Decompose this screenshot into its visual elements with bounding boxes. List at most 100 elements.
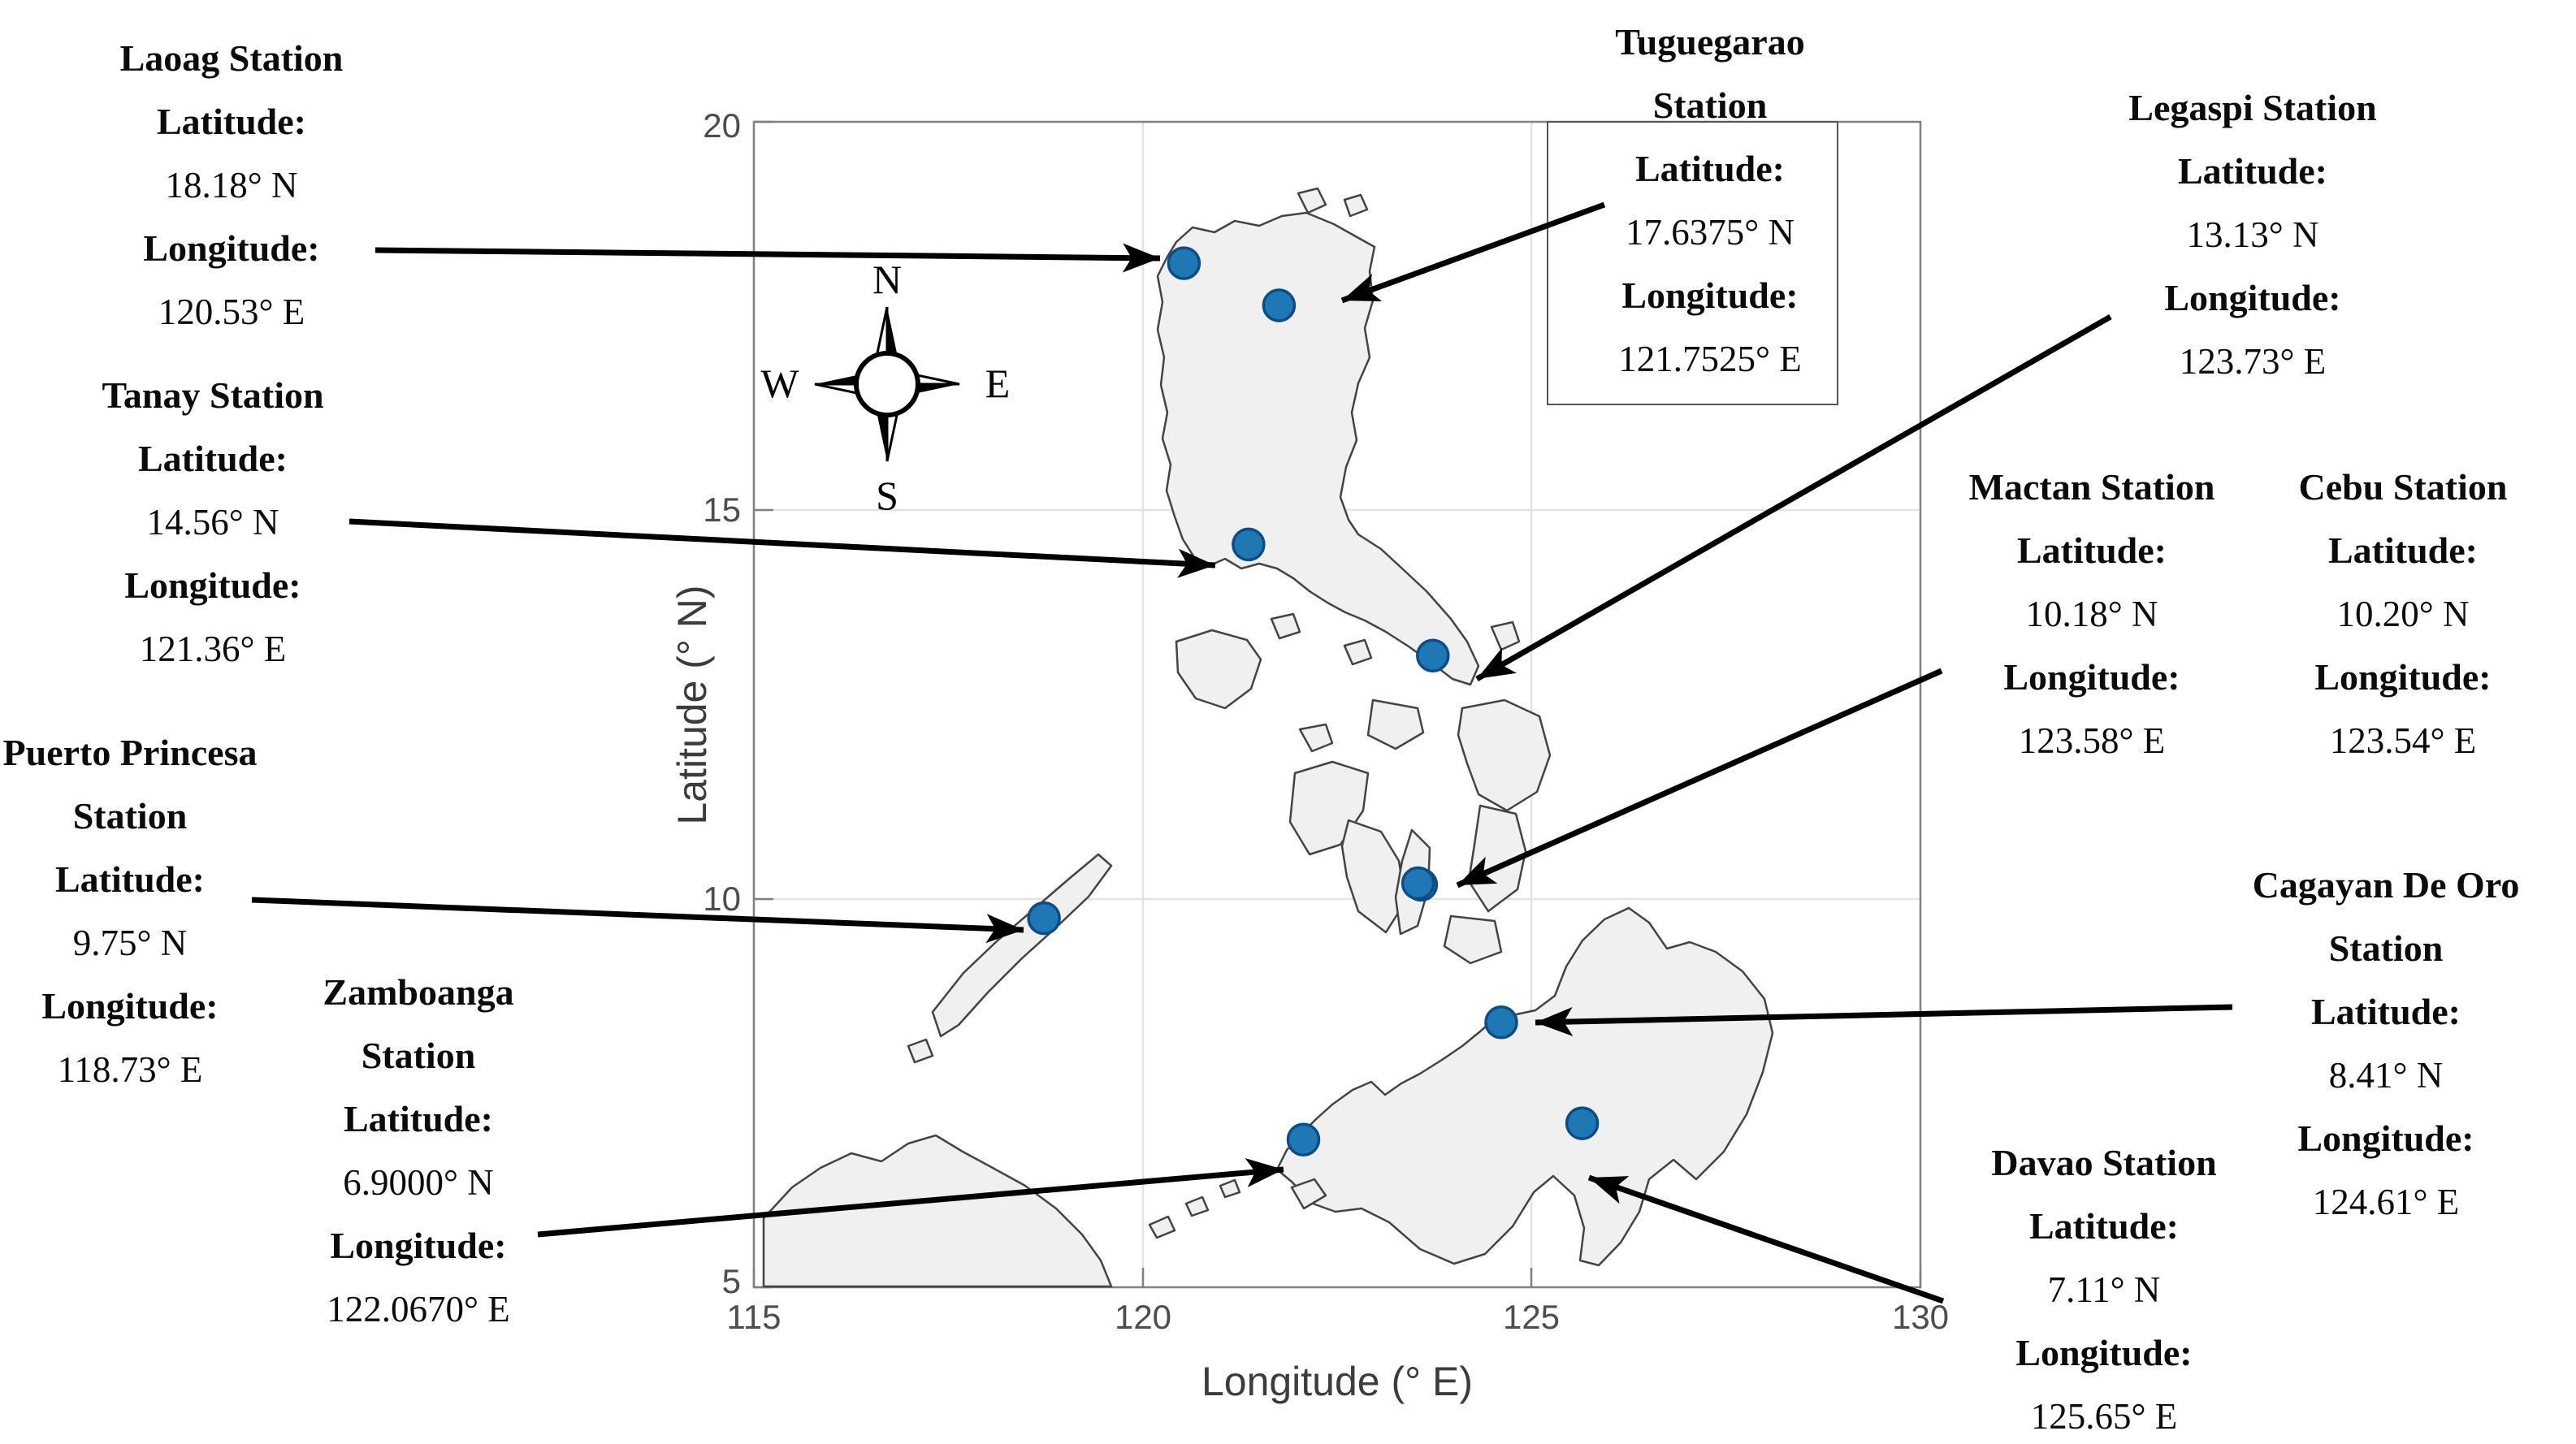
annotation-cagayan-de-oro: Cagayan De Oro Station Latitude: 8.41° N… xyxy=(2240,854,2532,1234)
station-dots xyxy=(1027,246,1600,1156)
longitude-label: Longitude: xyxy=(41,985,219,1027)
latitude-value: 10.20° N xyxy=(2336,594,2470,634)
longitude-value: 124.61° E xyxy=(2312,1182,2460,1222)
annotation-legaspi: Legaspi Station Latitude: 13.13° N Longi… xyxy=(2106,76,2399,393)
station-name: Davao Station xyxy=(1991,1142,2217,1183)
arrow-cagayan-de-oro xyxy=(1535,1004,2233,1036)
latitude-value: 18.18° N xyxy=(165,165,298,205)
station-dot-tanay-station xyxy=(1232,527,1266,562)
land-masses xyxy=(762,187,1774,1288)
station-name: Puerto Princesa Station xyxy=(2,732,258,837)
latitude-label: Latitude: xyxy=(55,858,205,900)
station-name: Legaspi Station xyxy=(2128,87,2377,128)
longitude-label: Longitude: xyxy=(330,1225,507,1266)
longitude-value: 122.0670° E xyxy=(327,1289,510,1329)
longitude-value: 121.36° E xyxy=(139,629,287,669)
station-name: Mactan Station xyxy=(1968,466,2215,508)
station-name: Laoag Station xyxy=(119,37,344,79)
annotation-cebu: Cebu Station Latitude: 10.20° N Longitud… xyxy=(2273,456,2533,772)
longitude-label: Longitude: xyxy=(124,564,301,606)
longitude-label: Longitude: xyxy=(2164,277,2341,318)
longitude-value: 125.65° E xyxy=(2030,1396,2178,1437)
islet xyxy=(1297,187,1327,214)
latitude-label: Latitude: xyxy=(157,101,306,142)
island-mindanao xyxy=(1275,906,1774,1267)
longitude-label: Longitude: xyxy=(2003,656,2180,698)
latitude-label: Latitude: xyxy=(2311,991,2461,1032)
longitude-value: 123.54° E xyxy=(2329,720,2477,761)
longitude-label: Longitude: xyxy=(2015,1332,2193,1373)
station-dot-tuguegarao-station xyxy=(1262,288,1297,322)
longitude-value: 121.7525° E xyxy=(1618,339,1802,379)
latitude-label: Latitude: xyxy=(2328,530,2478,571)
arrow-legaspi xyxy=(1475,313,2112,682)
longitude-value: 120.53° E xyxy=(158,292,305,332)
latitude-label: Latitude: xyxy=(2178,150,2327,192)
latitude-value: 10.18° N xyxy=(2025,594,2158,634)
latitude-value: 13.13° N xyxy=(2186,214,2319,255)
station-dot-zamboanga-station xyxy=(1286,1122,1321,1156)
station-name: Cagayan De Oro Station xyxy=(2252,864,2520,969)
latitude-label: Latitude: xyxy=(2017,530,2167,571)
station-dot-cagayan-de-oro-station xyxy=(1484,1005,1518,1040)
station-dot-legaspi-station xyxy=(1416,638,1450,672)
latitude-label: Latitude: xyxy=(2029,1205,2179,1247)
latitude-value: 9.75° N xyxy=(72,923,188,963)
arrow-tuguegarao xyxy=(1340,201,1606,304)
island-palawan xyxy=(931,853,1113,1038)
annotation-puerto-princesa: Puerto Princesa Station Latitude: 9.75° … xyxy=(0,721,260,1101)
annotation-laoag: Laoag Station Latitude: 18.18° N Longitu… xyxy=(93,27,370,344)
latitude-value: 14.56° N xyxy=(146,502,279,543)
arrow-zamboanga xyxy=(537,1158,1284,1238)
arrow-puerto-princesa xyxy=(251,897,1024,944)
leader-arrows xyxy=(251,201,2233,1304)
islet xyxy=(1290,1178,1327,1210)
latitude-value: 8.41° N xyxy=(2328,1055,2444,1096)
compass-e: E xyxy=(985,361,1011,406)
latitude-label: Latitude: xyxy=(1635,148,1785,189)
island-masbate xyxy=(1366,698,1425,750)
latitude-label: Latitude: xyxy=(344,1098,493,1139)
y-tick-20: 20 xyxy=(703,106,741,145)
y-tick-15: 15 xyxy=(703,491,741,529)
station-dot-laoag-station xyxy=(1167,246,1201,280)
longitude-label: Longitude: xyxy=(1621,275,1799,316)
x-tick-125: 125 xyxy=(1502,1298,1561,1336)
y-axis-label: Latitude (° N) xyxy=(669,585,715,825)
tuguegarao-annotation-box xyxy=(1547,121,1838,405)
latitude-label: Latitude: xyxy=(138,438,288,479)
islet xyxy=(907,1038,934,1064)
island-samar xyxy=(1457,698,1552,812)
compass-rose xyxy=(814,306,960,462)
latitude-value: 6.9000° N xyxy=(343,1162,494,1203)
island-mindoro xyxy=(1175,629,1262,710)
longitude-label: Longitude: xyxy=(143,227,320,269)
arrow-davao xyxy=(1587,1174,1945,1304)
annotation-tanay: Tanay Station Latitude: 14.56° N Longitu… xyxy=(75,364,351,681)
y-tick-5: 5 xyxy=(721,1262,741,1300)
islet xyxy=(1270,612,1301,640)
x-axis-label: Longitude (° E) xyxy=(1201,1359,1474,1404)
annotation-mactan: Mactan Station Latitude: 10.18° N Longit… xyxy=(1946,456,2238,772)
islet xyxy=(1343,193,1369,218)
longitude-value: 123.58° E xyxy=(2018,720,2166,761)
annotation-tuguegarao: Tuguegarao Station Latitude: 17.6375° N … xyxy=(1588,11,1832,391)
islet xyxy=(1298,723,1334,753)
y-tick-10: 10 xyxy=(703,880,741,918)
annotation-davao: Davao Station Latitude: 7.11° N Longitud… xyxy=(1966,1131,2242,1444)
arrow-mactan-cebu xyxy=(1456,668,1943,888)
station-name: Zamboanga Station xyxy=(323,971,514,1076)
longitude-label: Longitude: xyxy=(2297,1118,2474,1159)
station-dot-davao-station xyxy=(1565,1106,1600,1140)
islet xyxy=(1184,1195,1210,1217)
latitude-value: 7.11° N xyxy=(2047,1269,2161,1310)
islet xyxy=(1490,620,1521,651)
latitude-value: 17.6375° N xyxy=(1626,212,1795,253)
x-tick-130: 130 xyxy=(1891,1298,1950,1336)
island-bohol xyxy=(1443,914,1503,965)
compass-s: S xyxy=(876,473,898,518)
station-name: Tanay Station xyxy=(102,374,324,416)
longitude-label: Longitude: xyxy=(2314,656,2492,698)
island-luzon xyxy=(1156,211,1480,686)
